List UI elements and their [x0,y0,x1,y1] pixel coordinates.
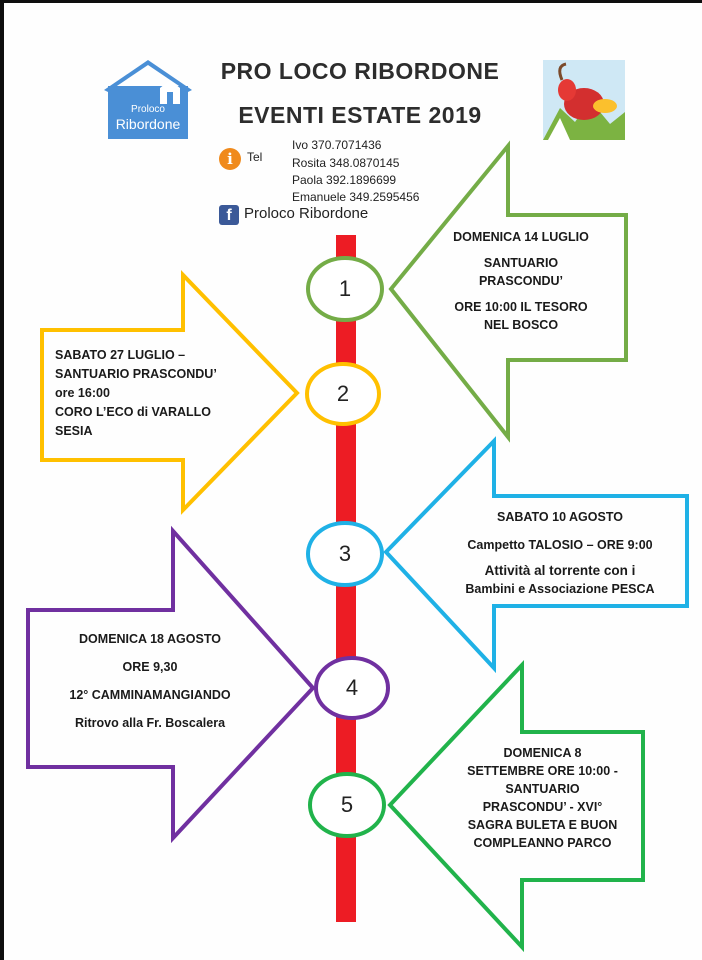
event-3-line-4: Bambini e Associazione PESCA [465,582,655,596]
proloco-logo [104,60,192,139]
event-5-line-5: SAGRA BULETA E BUON [467,818,618,832]
event-5-line-3: SANTUARIO [505,782,580,796]
event-3-line-3: Attività al torrente con i [484,563,636,578]
event-4-details: DOMENICA 18 AGOSTO ORE 9,30 12° CAMMINAM… [40,630,260,732]
event-3-number: 3 [338,541,352,566]
event-1-details: DOMENICA 14 LUGLIO SANTUARIO PRASCONDU’ … [432,228,610,334]
event-4-number: 4 [345,675,359,700]
logo-text-line1: Proloco [131,104,165,115]
event-1-arrow [388,140,628,443]
event-4-number-circle [314,656,390,720]
event-3-details: SABATO 10 AGOSTO Campetto TALOSIO – ORE … [440,508,680,598]
event-5-line-4: PRASCONDU’ - XVI° [482,800,603,814]
event-5-line-1: DOMENICA 8 [503,746,582,760]
contact-emanuele: Emanuele 349.2595456 [292,190,420,204]
event-3-line-1: SABATO 10 AGOSTO [497,510,623,524]
page-title: PRO LOCO RIBORDONE [220,58,500,84]
event-3-arrow [383,436,689,674]
event-4-arrow [26,525,316,844]
logo-text-line2: Ribordone [115,116,181,132]
frame-border-top [0,0,702,3]
event-1-number-circle [306,256,384,322]
event-2-line-5: SESIA [55,424,93,438]
contact-rosita: Rosita 348.0870145 [292,156,400,170]
tel-label: Tel [247,150,263,164]
mascot-goat-horn [558,62,567,81]
contact-paola: Paola 392.1896699 [292,173,397,187]
facebook-page-name: Proloco Ribordone [244,205,369,222]
mascot-goat-head [558,79,576,101]
event-1-line-4: ORE 10:00 IL TESORO [454,300,588,314]
event-5-details: DOMENICA 8 SETTEMBRE ORE 10:00 - SANTUAR… [455,744,630,852]
event-4-line-2: ORE 9,30 [122,660,178,674]
event-2-line-3: ore 16:00 [55,386,110,400]
event-2-line-4: CORO L’ECO di VARALLO [55,405,212,419]
event-5-line-2: SETTEMBRE ORE 10:00 - [467,764,618,778]
info-icon: i [219,148,241,170]
event-1-line-5: NEL BOSCO [483,318,559,332]
event-5-number: 5 [340,792,354,817]
page-subtitle: EVENTI ESTATE 2019 [238,102,482,128]
logo-church-door [167,92,173,104]
event-2-number: 2 [336,381,350,406]
event-1-line-3: PRASCONDU’ [478,274,564,288]
goat-mascot-image [543,60,625,140]
event-2-number-circle [305,362,381,426]
mascot-snow-peak [548,118,570,140]
mascot-goat-item [593,99,617,113]
contact-ivo: Ivo 370.7071436 [292,138,382,152]
event-2-arrow [40,270,300,515]
event-2-details: SABATO 27 LUGLIO – SANTUARIO PRASCONDU’ … [55,346,270,441]
event-1-line-2: SANTUARIO [483,256,559,270]
event-3-number-circle [306,521,384,587]
event-4-line-1: DOMENICA 18 AGOSTO [79,632,221,646]
event-5-line-6: COMPLEANNO PARCO [473,836,612,850]
event-3-line-2: Campetto TALOSIO – ORE 9:00 [467,538,653,552]
facebook-icon: f [219,205,239,225]
event-2-line-1: SABATO 27 LUGLIO – [55,348,186,362]
event-1-line-1: DOMENICA 14 LUGLIO [453,230,589,244]
event-4-line-4: Ritrovo alla Fr. Boscalera [74,716,226,730]
event-5-number-circle [308,772,386,838]
frame-border-left [0,0,4,960]
event-4-line-3: 12° CAMMINAMANGIANDO [69,688,231,702]
event-2-line-2: SANTUARIO PRASCONDU’ [55,367,217,381]
event-5-arrow [387,659,645,953]
event-1-number: 1 [338,276,352,301]
